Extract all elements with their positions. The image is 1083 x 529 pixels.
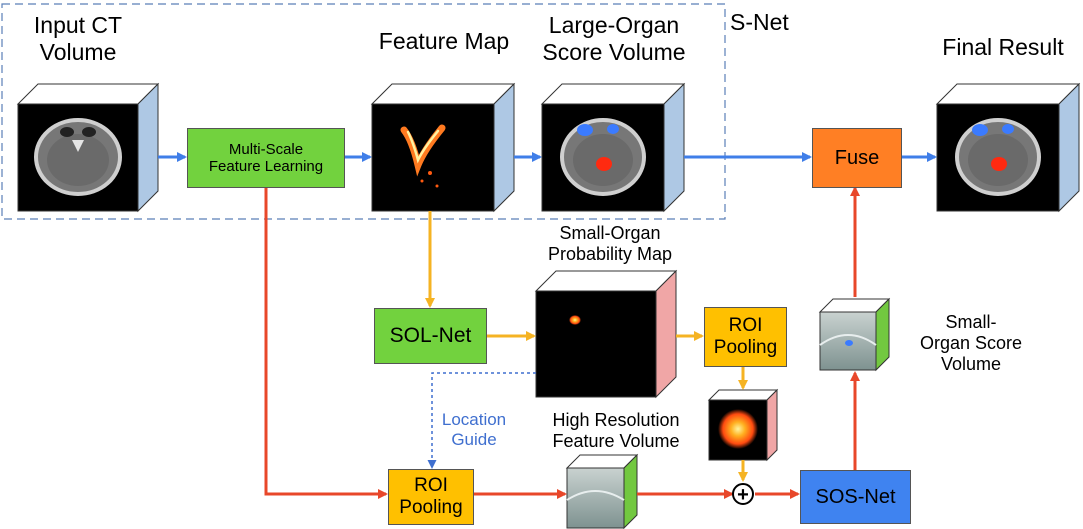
msfl-block: Multi-Scale Feature Learning (187, 128, 345, 188)
ct-orbit-left (60, 127, 74, 137)
feature-map-label: Feature Map (378, 28, 510, 54)
organ-blue-left (577, 124, 593, 136)
cube-top (540, 83, 686, 105)
feature-map-cube (370, 82, 516, 213)
small-organ-score-cube (818, 297, 891, 372)
small-organ-prob-label: Small-Organ Probability Map (547, 223, 673, 265)
roi-pooling-upper-label: ROI Pooling (713, 315, 778, 358)
cube-top (370, 83, 516, 105)
fuse-block: Fuse (812, 128, 902, 188)
roi-pooling-upper-block: ROI Pooling (704, 307, 787, 367)
ct-center (72, 140, 84, 152)
cube-side (137, 82, 159, 213)
cube-front (566, 467, 625, 529)
solnet-block: SOL-Net (374, 308, 487, 364)
arrow-msfl-to-roipool-lower (264, 188, 388, 499)
cube-side (1058, 82, 1080, 213)
roi-prob-cube (707, 388, 779, 462)
sum-symbol: + (737, 484, 749, 506)
arrow-location-guide (427, 372, 536, 469)
input-ct-label: Input CT Volume (33, 12, 123, 66)
location-guide-label: Location Guide (441, 410, 507, 450)
cube-top (16, 83, 160, 105)
snet-label: S-Net (730, 9, 789, 35)
sosnet-label: SOS-Net (815, 485, 896, 508)
sum-node (732, 483, 754, 505)
feature-activation (400, 124, 446, 177)
solnet-label: SOL-Net (389, 323, 472, 347)
cube-side (663, 82, 685, 213)
cube-side (655, 269, 677, 399)
cube-side (766, 388, 778, 462)
cube-front (371, 103, 495, 212)
feature-activation-core (406, 129, 440, 164)
fuse-label: Fuse (834, 146, 880, 169)
ct-orbit-right (82, 127, 96, 137)
small-organ-score-label: Small- Organ Score Volume (919, 312, 1023, 375)
cube-top (534, 270, 678, 292)
roi-pooling-lower-block: ROI Pooling (388, 469, 474, 525)
cube-side (623, 453, 638, 529)
organ-blue-right (607, 124, 619, 134)
snet-boundary (1, 3, 726, 220)
roi-pooling-lower-label: ROI Pooling (399, 475, 463, 518)
input-ct-cube (16, 82, 160, 213)
cube-side (875, 297, 890, 372)
cube-top (707, 389, 779, 401)
organ-red (596, 157, 612, 171)
high-res-label: High Resolution Feature Volume (552, 410, 680, 452)
large-organ-label: Large-Organ Score Volume (542, 12, 686, 66)
prob-hotspot (569, 315, 581, 325)
large-organ-cube (540, 82, 686, 213)
sosnet-block: SOS-Net (800, 470, 911, 524)
small-organ-prob-cube (534, 269, 678, 399)
final-result-cube (935, 82, 1081, 213)
cube-top (935, 83, 1081, 105)
cube-front (535, 290, 657, 398)
final-result-label: Final Result (942, 34, 1064, 60)
cube-side (493, 82, 515, 213)
roi-prob-blob (718, 409, 758, 449)
high-res-cube (565, 453, 639, 529)
ct-brain (47, 134, 109, 186)
msfl-label: Multi-Scale Feature Learning (208, 140, 324, 175)
